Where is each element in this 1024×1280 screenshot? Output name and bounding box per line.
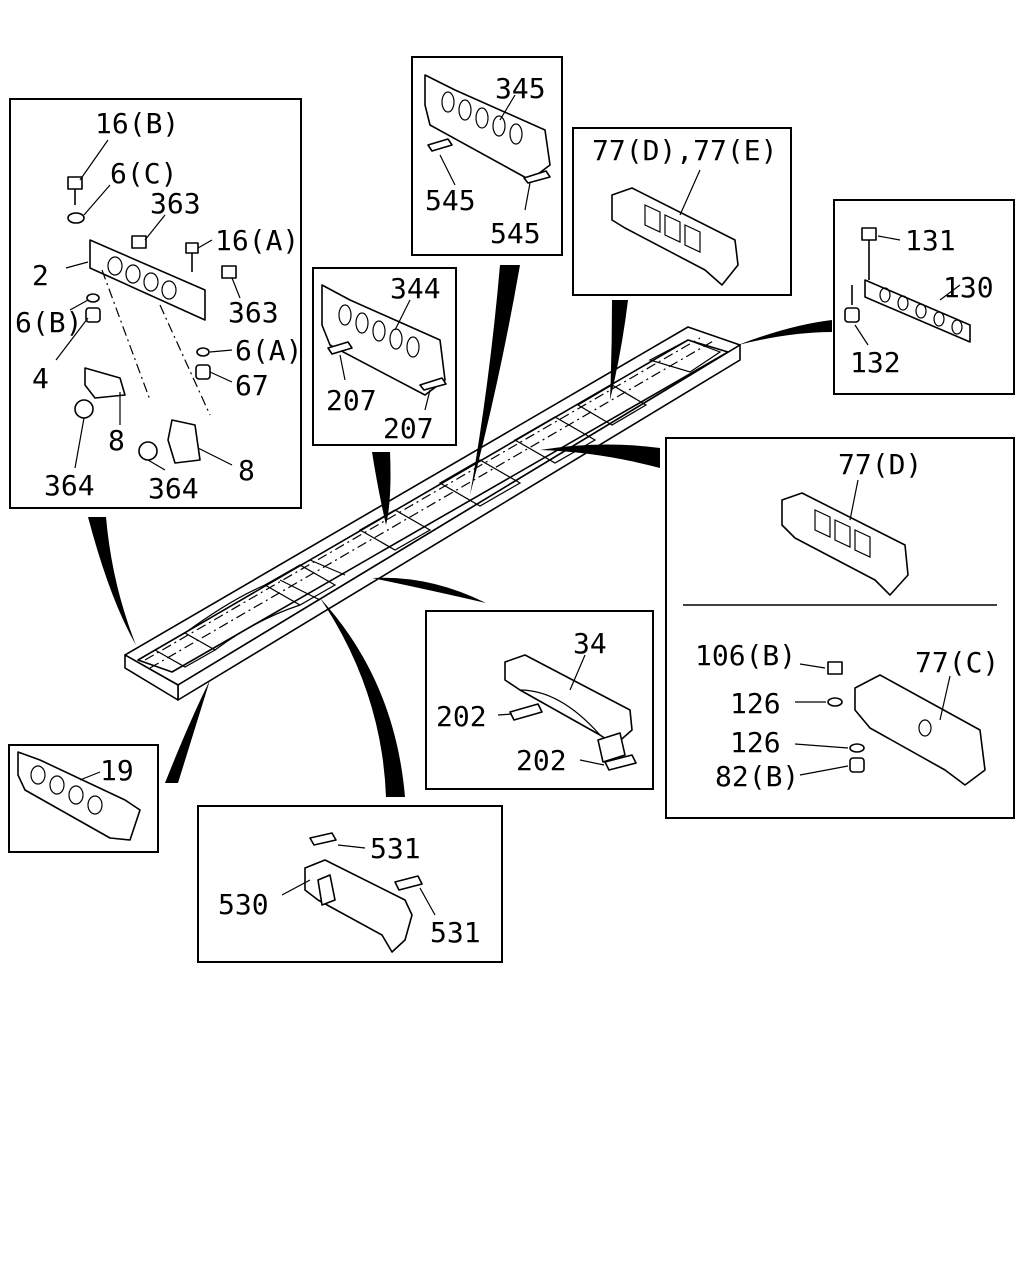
label-545-left: 545	[425, 184, 476, 217]
label-531-top: 531	[370, 832, 421, 865]
group-345: 345 545 545	[411, 56, 563, 256]
label-202-right: 202	[516, 744, 567, 777]
label-8-left: 8	[108, 424, 125, 457]
label-4: 4	[32, 362, 49, 395]
label-345: 345	[495, 72, 546, 105]
label-207-right: 207	[383, 412, 434, 445]
label-131: 131	[905, 224, 956, 257]
label-363-lower: 363	[228, 296, 279, 329]
label-67: 67	[235, 369, 269, 402]
chassis-frame	[124, 326, 741, 701]
label-364-left: 364	[44, 469, 95, 502]
label-126-lower: 126	[730, 726, 781, 759]
label-34: 34	[573, 627, 607, 660]
label-132: 132	[850, 346, 901, 379]
label-6b: 6(B)	[15, 306, 82, 339]
group-77c-77d: 77(D) 106(B) 77(C) 126 126 82(B)	[665, 437, 1015, 819]
label-364-right: 364	[148, 472, 199, 505]
label-6a: 6(A)	[235, 334, 302, 367]
label-6c: 6(C)	[110, 157, 177, 190]
label-77d: 77(D)	[838, 448, 922, 481]
callout-pointers	[88, 265, 832, 797]
label-82b: 82(B)	[715, 760, 799, 793]
label-207-left: 207	[326, 384, 377, 417]
group-19: 19	[8, 744, 159, 853]
label-8-right: 8	[238, 454, 255, 487]
label-77c: 77(C)	[915, 646, 999, 679]
label-77d-77e: 77(D),77(E)	[592, 134, 777, 167]
group-front-crossmember: 16(B) 6(C) 363 16(A) 2 363 6(B) 6(A) 4 6…	[9, 98, 302, 509]
label-106b: 106(B)	[695, 639, 796, 672]
group-130: 131 130 132	[833, 199, 1015, 395]
label-545-right: 545	[490, 217, 541, 250]
group-344: 344 207 207	[312, 267, 457, 446]
label-202-left: 202	[436, 700, 487, 733]
label-16b: 16(B)	[95, 107, 179, 140]
label-530: 530	[218, 888, 269, 921]
label-130: 130	[943, 271, 994, 304]
group-34: 34 202 202	[425, 610, 654, 790]
label-531-bottom: 531	[430, 916, 481, 949]
group-530: 531 530 531	[197, 805, 503, 963]
label-126-upper: 126	[730, 687, 781, 720]
label-344: 344	[390, 272, 441, 305]
label-16a: 16(A)	[215, 224, 299, 257]
label-2: 2	[32, 259, 49, 292]
group-77de: 77(D),77(E)	[572, 127, 792, 296]
label-19: 19	[100, 754, 134, 787]
label-363-upper: 363	[150, 187, 201, 220]
